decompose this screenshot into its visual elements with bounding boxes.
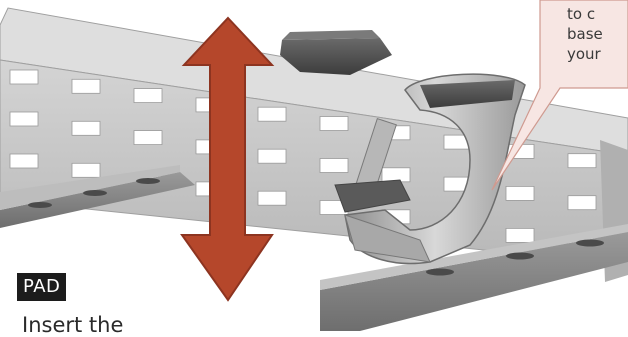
tray-slot <box>568 154 596 168</box>
instruction-text: Insert the <box>22 313 123 337</box>
tray-slot <box>320 159 348 173</box>
tray-slot <box>258 149 286 163</box>
tray-slot <box>258 107 286 121</box>
callout-line: your <box>567 44 628 64</box>
tray-slot <box>568 196 596 210</box>
tray-slot <box>10 70 38 84</box>
tray-slot <box>382 168 410 182</box>
pad-label-badge: PAD <box>17 273 66 301</box>
callout-line: base <box>567 24 628 44</box>
tray-slot <box>10 154 38 168</box>
tray-slot <box>72 79 100 93</box>
tray-slot <box>506 186 534 200</box>
tray-slot <box>72 163 100 177</box>
pad-icon <box>280 30 392 75</box>
tray-slot <box>134 131 162 145</box>
tray-slot <box>320 117 348 131</box>
tray-slot <box>134 89 162 103</box>
tray-slot <box>10 112 38 126</box>
tray-slot <box>72 121 100 135</box>
tray-slot <box>506 228 534 242</box>
callout-text: to c base your <box>567 4 628 64</box>
tray-slot <box>258 191 286 205</box>
callout-line: to c <box>567 4 628 24</box>
